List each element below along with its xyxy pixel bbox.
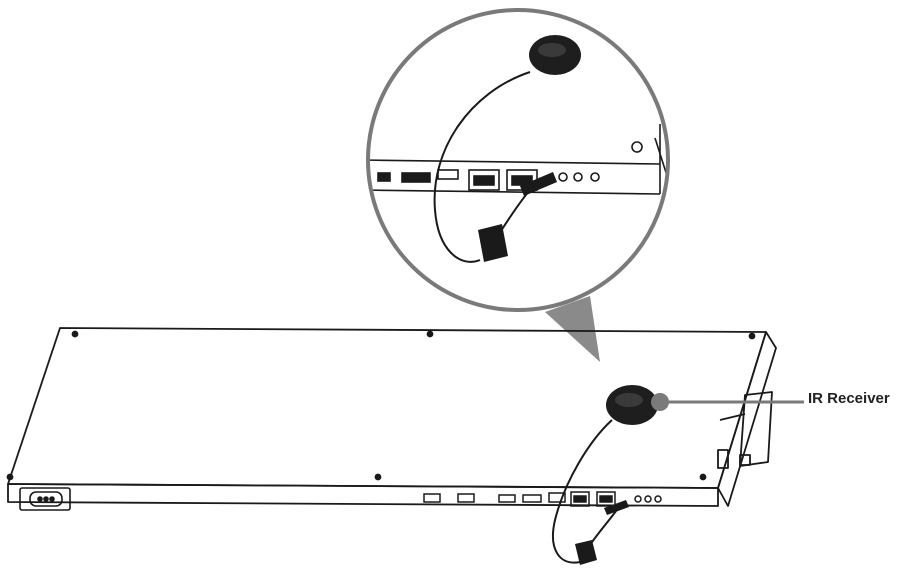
zoomed-port-panel: [377, 141, 643, 191]
magnifier-pointer: [545, 296, 600, 362]
magnifier-icon: [366, 8, 670, 312]
power-inlet-icon: [19, 487, 71, 511]
zoomed-ir-receiver: [433, 35, 581, 263]
ir-receiver-icon: [552, 385, 658, 565]
ir-receiver-label: IR Receiver: [808, 390, 890, 407]
display-unit: [6, 327, 777, 507]
callout-leader: [651, 393, 804, 411]
port-icon: [423, 491, 662, 507]
